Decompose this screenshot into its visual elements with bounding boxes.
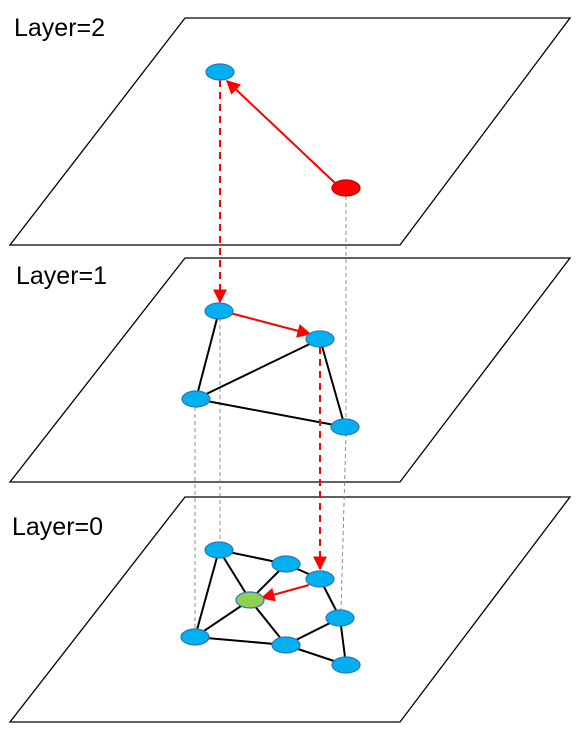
layer-0-label: Layer=0 <box>12 513 104 541</box>
layer-0-node <box>331 656 361 674</box>
layer-0-plane <box>8 496 572 723</box>
search-path <box>213 80 336 602</box>
layer-0-node <box>204 541 234 559</box>
graph-edge <box>195 310 220 400</box>
projection-lines <box>194 196 347 630</box>
layer-0-node <box>271 555 301 573</box>
layer-0-node <box>271 636 301 654</box>
layer-2-label: Layer=2 <box>14 14 106 42</box>
search-edge-layer-0 <box>260 584 310 602</box>
graph-edge <box>319 338 346 428</box>
layer-2-node <box>205 63 235 81</box>
layer-0-edges <box>194 549 347 666</box>
nearest-neighbor-node <box>235 591 265 609</box>
search-edge-layer-2 <box>225 80 336 184</box>
layer-1-node <box>204 302 234 320</box>
layer-1-edges <box>195 310 346 428</box>
layer-1-node <box>330 418 360 436</box>
layer-0-node <box>180 628 210 646</box>
search-edge-layer-1 <box>229 312 312 338</box>
graph-edge <box>195 398 346 428</box>
entry-point-node <box>331 179 361 197</box>
graph-edge <box>194 636 287 646</box>
layer-0-node <box>325 609 355 627</box>
graph-edge <box>195 338 321 400</box>
projection-line <box>340 432 347 612</box>
layer-1-plane <box>8 257 572 483</box>
layer-0-node <box>305 570 335 588</box>
layer-2-plane <box>8 17 572 246</box>
graph-edge <box>194 549 220 638</box>
layer-1-node <box>305 330 335 348</box>
layer-1-node <box>181 390 211 408</box>
graph-edge <box>218 549 251 601</box>
layer-1-label: Layer=1 <box>16 262 108 290</box>
